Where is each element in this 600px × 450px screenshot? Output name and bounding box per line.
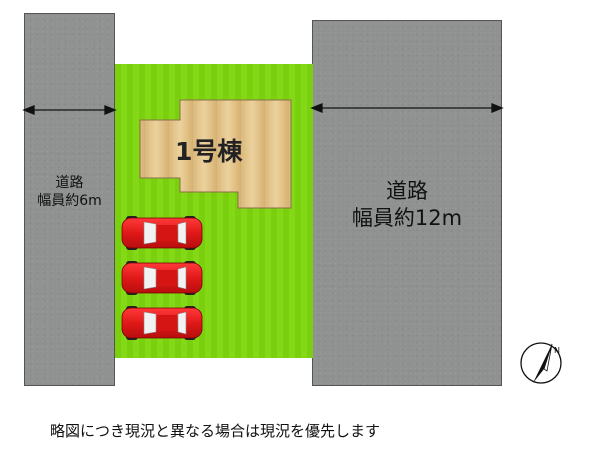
road-left-width: 幅員約6m (37, 192, 102, 209)
parking-spaces (121, 216, 203, 340)
road-right (312, 20, 502, 386)
road-right-label: 道路 幅員約12m (312, 178, 502, 233)
road-left (24, 13, 115, 386)
car-icon (121, 306, 203, 340)
car-icon (121, 216, 203, 250)
north-letter: N (554, 346, 560, 355)
house-label: 1号棟 (175, 137, 243, 166)
road-right-width: 幅員約12m (351, 206, 463, 231)
road-right-width-arrow (310, 103, 504, 113)
house-footprint (139, 99, 292, 209)
footer-note: 略図につき現況と異なる場合は現況を優先します (50, 422, 381, 440)
north-arrow-icon: N (520, 342, 562, 384)
road-left-label: 道路 幅員約6m (24, 175, 115, 210)
road-left-name: 道路 (55, 175, 84, 191)
car-icon (121, 261, 203, 295)
road-right-name: 道路 (386, 179, 428, 203)
road-left-width-arrow (22, 105, 117, 115)
